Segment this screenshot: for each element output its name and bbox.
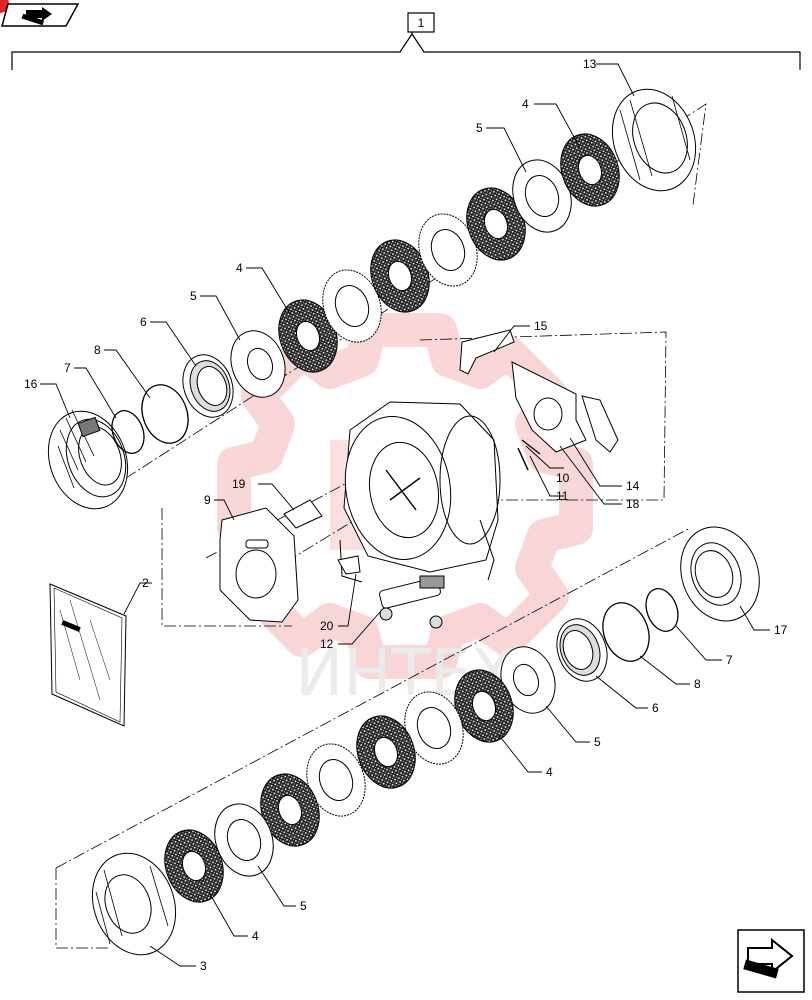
friction-discs-lower: [164, 669, 514, 903]
lower-brake-housing-3: [91, 852, 177, 956]
callout-10: 10: [556, 471, 570, 485]
seal-ring-8-lower: [602, 602, 650, 662]
assembly-label-box: 1: [407, 12, 435, 33]
callout-15: 15: [534, 319, 548, 333]
piston-6-upper: [182, 354, 234, 418]
o-ring-7-upper: [111, 410, 145, 454]
previous-page-button[interactable]: [0, 0, 80, 27]
callout-labels: 13 4 5 4 5 6 8 7 16 15 14 18 10 11 19 9 …: [24, 57, 788, 973]
callout-14: 14: [626, 479, 640, 493]
cover-plate-9: [219, 507, 299, 623]
callout-11: 11: [556, 489, 569, 503]
callout-17: 17: [774, 623, 788, 637]
previous-page-icon: [21, 7, 52, 26]
callout-9: 9: [204, 493, 211, 507]
central-axle-housing: [339, 401, 501, 583]
pin-11: [521, 439, 541, 455]
callout-19: 19: [232, 477, 246, 491]
callout-8: 8: [94, 343, 101, 357]
clip-14: [581, 395, 619, 453]
callout-20: 20: [320, 619, 334, 633]
callout-3: 3: [200, 959, 207, 973]
assembly-bracket: [11, 30, 801, 70]
callout-4: 4: [546, 765, 553, 779]
next-page-icon: [743, 937, 794, 979]
piston-6-lower: [556, 618, 608, 682]
steel-plate-5-upper: [230, 330, 286, 398]
callout-2: 2: [142, 576, 149, 590]
assembly-label: 1: [418, 16, 425, 30]
callout-5: 5: [190, 289, 197, 303]
callout-5: 5: [476, 121, 483, 135]
callout-4: 4: [522, 97, 529, 111]
callout-5: 5: [300, 899, 307, 913]
callout-4: 4: [236, 261, 243, 275]
callout-4: 4: [252, 929, 259, 943]
friction-disc-4-upper-a: [278, 299, 338, 373]
callout-16: 16: [24, 377, 38, 391]
callout-8: 8: [694, 677, 701, 691]
callout-5: 5: [594, 735, 601, 749]
leader-lines: [40, 63, 770, 967]
callout-6: 6: [652, 701, 659, 715]
bracket-20: [337, 555, 361, 575]
callout-7: 7: [726, 653, 733, 667]
o-ring-7-lower: [645, 588, 679, 632]
upper-cover-13: [611, 88, 697, 192]
callout-12: 12: [320, 637, 334, 651]
seal-ring-8-upper: [141, 384, 189, 444]
service-manual-2: [49, 583, 127, 727]
shield-plate-18: [511, 361, 587, 453]
callout-6: 6: [140, 315, 147, 329]
callout-18: 18: [626, 497, 640, 511]
callout-7: 7: [64, 361, 71, 375]
callout-13: 13: [583, 57, 597, 71]
lower-cover-17: [680, 526, 760, 622]
friction-discs-upper: [278, 133, 620, 373]
upper-brake-housing-16: [47, 409, 129, 510]
pin-10: [517, 447, 529, 471]
valve-assembly-12: [379, 575, 445, 629]
next-page-button[interactable]: [737, 929, 805, 993]
bracket-15: [459, 329, 515, 375]
